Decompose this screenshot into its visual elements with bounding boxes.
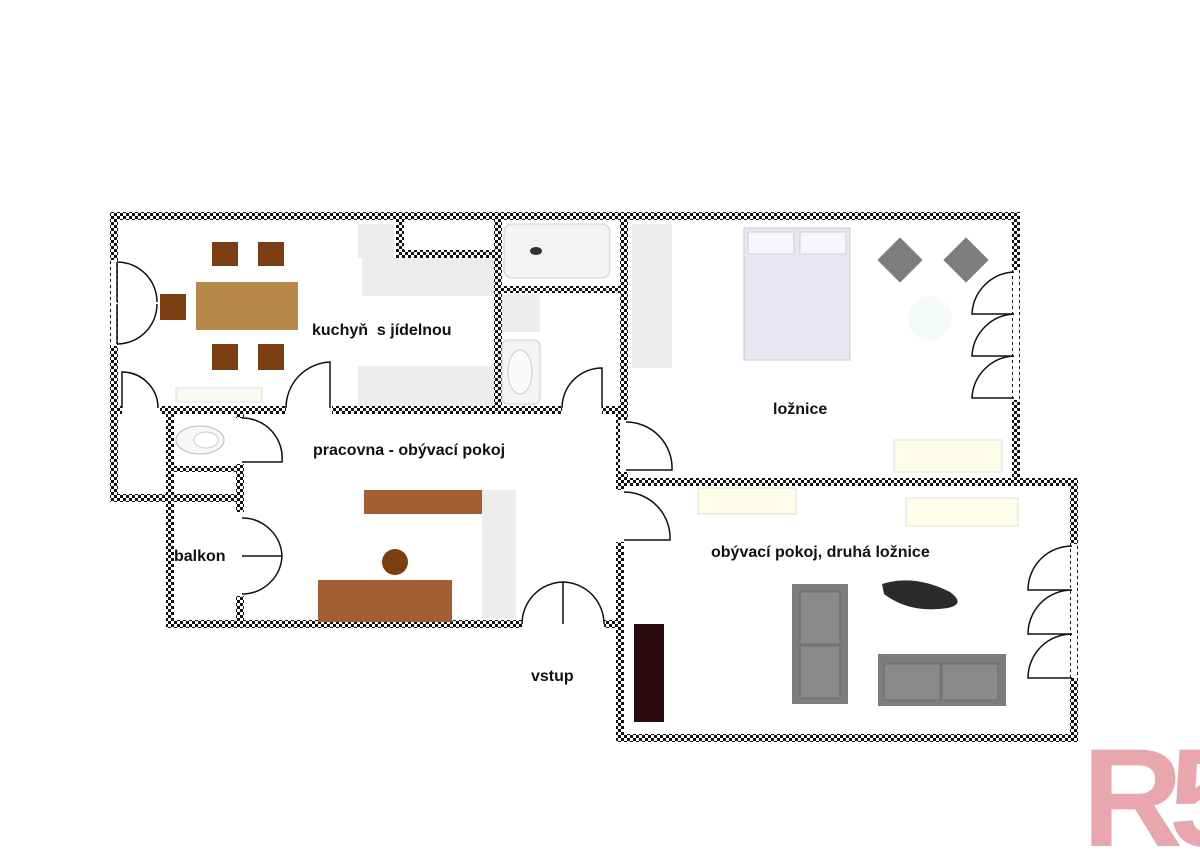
chair [212,242,238,266]
room-label-study: pracovna - obývací pokoj [313,442,505,459]
shelf [905,497,1019,527]
bedroom-furniture [743,227,1003,473]
shelf [697,487,797,515]
bath-cabinet [502,294,540,332]
desk [364,490,482,514]
room-label-balcony: balkon [174,548,226,565]
table [318,580,452,622]
kitchen-furniture [160,224,494,406]
wc [175,425,225,455]
living-furniture [634,487,1019,722]
tv-cabinet [634,624,664,722]
room-label-bedroom: ložnice [773,401,827,418]
wardrobe [482,490,516,618]
chair [258,344,284,370]
logo-text: R5 [1082,719,1200,850]
r5-logo: R5 [1082,719,1200,850]
wardrobe [632,224,672,368]
doors [116,261,1073,679]
coffee-table [882,580,958,610]
room-label-living: obývací pokoj, druhá ložnice [711,544,930,561]
dining-table [196,282,298,330]
armchair [943,237,989,283]
study-furniture [318,490,516,622]
kitchen-counter [358,224,394,258]
armchair [877,237,923,283]
chair [258,242,284,266]
room-label-entrance: vstup [531,668,574,685]
kitchen-counter [362,258,494,296]
kitchen-counter [358,366,494,406]
bathtub [503,223,611,279]
room-label-kitchen: kuchyň s jídelnou [312,322,452,339]
stool [382,549,408,575]
chair [212,344,238,370]
chair [160,294,186,320]
bathroom-fixtures [501,223,672,405]
round-table [908,296,952,340]
bedroom-shelf [893,439,1003,473]
kitchen-shelf [175,387,263,403]
